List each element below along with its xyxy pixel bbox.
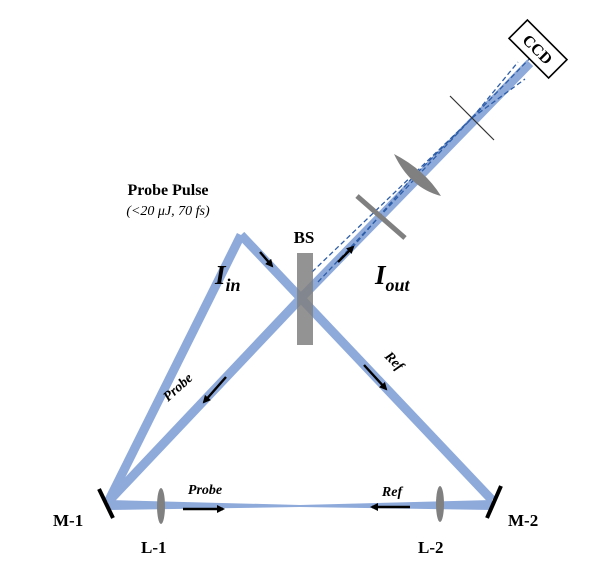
mirror-m2 bbox=[485, 485, 503, 519]
i-in-sub: in bbox=[226, 275, 241, 295]
dashed-ray-7 bbox=[471, 61, 519, 119]
beam-paths bbox=[103, 59, 534, 510]
bs-label: BS bbox=[294, 228, 315, 247]
direction-arrows bbox=[183, 245, 410, 513]
ref-diag-label: Ref bbox=[380, 349, 407, 376]
probe-pulse-params: (<20 μJ, 70 fs) bbox=[126, 204, 210, 219]
arrow-ref-diag bbox=[363, 364, 388, 391]
i-in-main: I bbox=[214, 260, 227, 290]
focal-plane-line bbox=[449, 95, 495, 141]
i-out-sub: out bbox=[386, 275, 411, 295]
i-in-label: Iin bbox=[214, 260, 241, 295]
dashed-ray-4 bbox=[411, 117, 473, 179]
dashed-rays bbox=[311, 51, 537, 283]
beam-splitter bbox=[297, 253, 313, 345]
ref-bottom-label: Ref bbox=[381, 485, 404, 500]
lens-l1 bbox=[157, 488, 165, 524]
dashed-ray-5 bbox=[471, 51, 537, 119]
i-out-main: I bbox=[374, 260, 387, 290]
arrow-output bbox=[337, 245, 355, 263]
dashed-ray-2 bbox=[317, 117, 473, 283]
dashed-ray-1 bbox=[311, 117, 473, 273]
lens-l2 bbox=[436, 486, 444, 522]
mirror-m1 bbox=[97, 488, 115, 519]
dashed-ray-6 bbox=[471, 78, 526, 119]
output-lens bbox=[394, 154, 441, 196]
probe-bottom-label: Probe bbox=[188, 483, 222, 498]
m1-label: M-1 bbox=[53, 511, 83, 530]
arrow-input bbox=[259, 251, 274, 268]
probe-pulse-title: Probe Pulse bbox=[127, 182, 208, 199]
i-out-label: Iout bbox=[374, 260, 411, 295]
m2-label: M-2 bbox=[508, 511, 538, 530]
ccd-box bbox=[507, 18, 569, 80]
arrow-probe-diag bbox=[202, 376, 227, 404]
l1-label: L-1 bbox=[141, 538, 167, 557]
l2-label: L-2 bbox=[418, 538, 444, 557]
beam-probe-main bbox=[103, 232, 246, 505]
output-plate bbox=[355, 194, 407, 240]
beam-bottom-focus bbox=[108, 500, 492, 510]
dashed-ray-3 bbox=[351, 177, 413, 249]
